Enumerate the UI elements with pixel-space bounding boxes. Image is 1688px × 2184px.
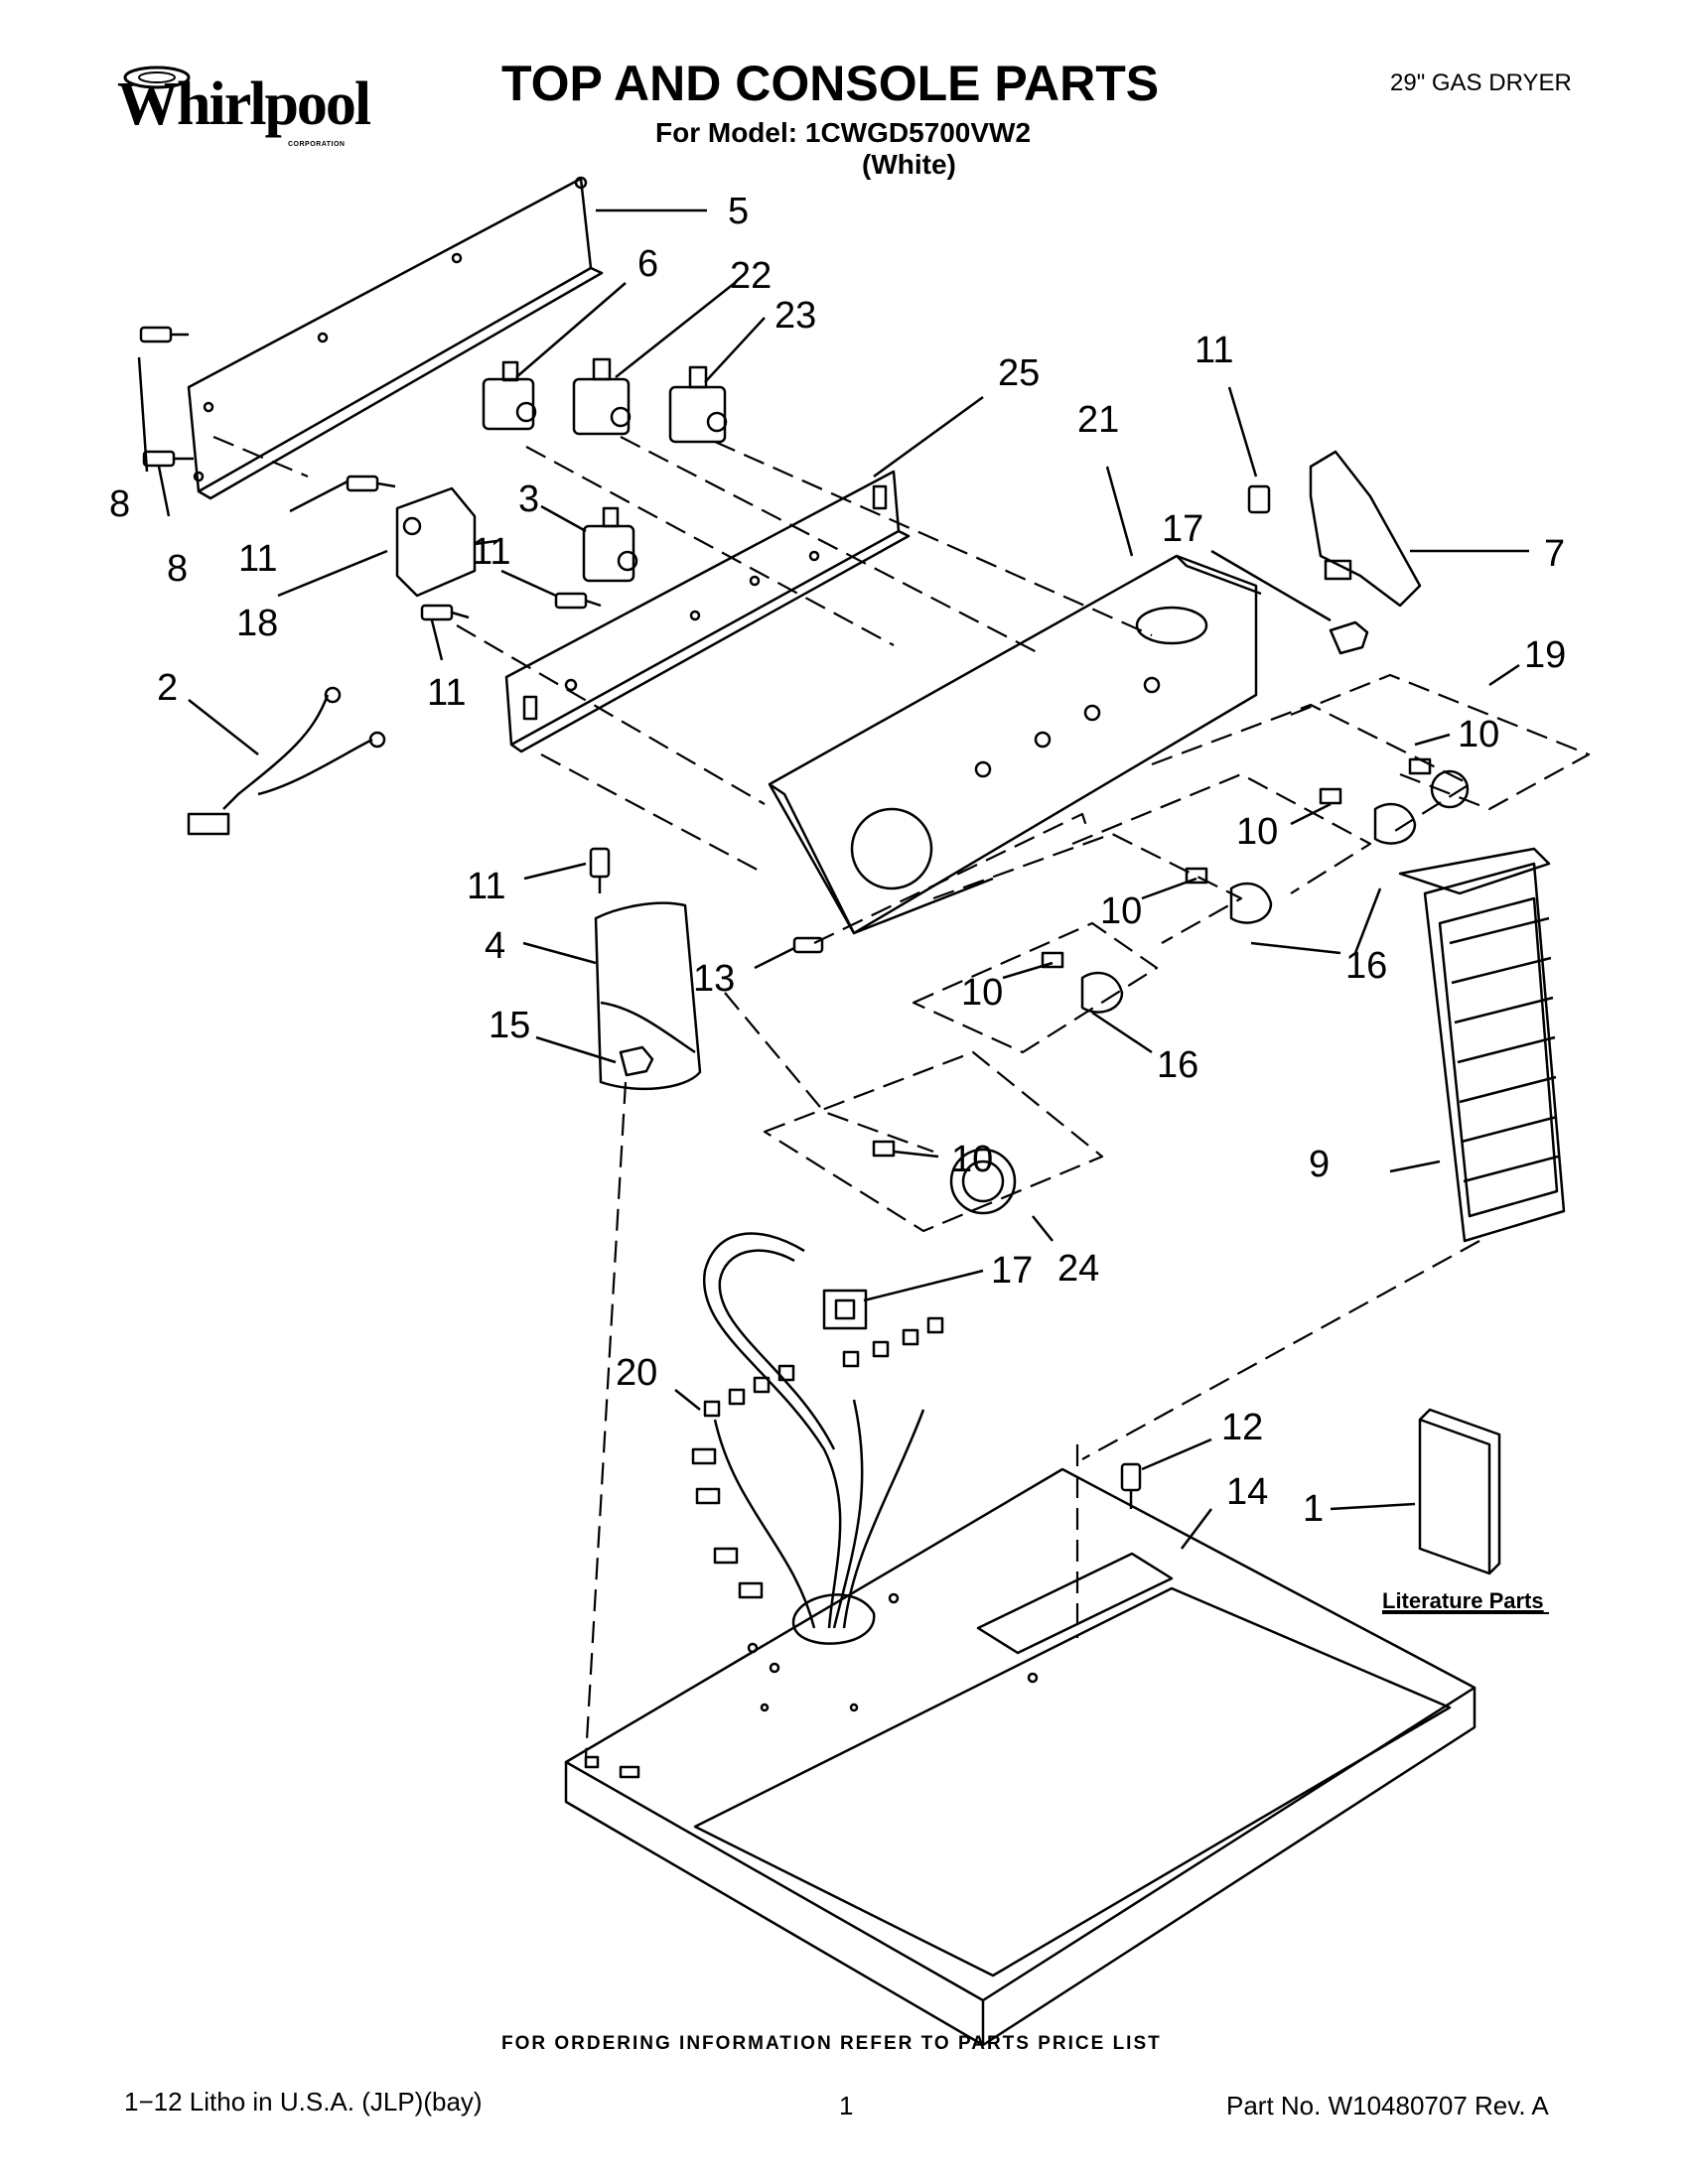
part-11-screw-e <box>589 847 611 893</box>
callout-11-mid: 11 <box>472 531 510 573</box>
callout-14: 14 <box>1226 1471 1268 1513</box>
part-11-screw-a <box>346 475 396 492</box>
part-21-console <box>768 554 1262 935</box>
part-1-literature <box>1418 1408 1501 1575</box>
part-17-clip-upper <box>1329 620 1369 655</box>
ordering-note: FOR ORDERING INFORMATION REFER TO PARTS … <box>501 2033 1162 2054</box>
callout-3: 3 <box>518 478 539 520</box>
callout-22: 22 <box>730 255 772 297</box>
callout-10-a: 10 <box>1458 714 1499 755</box>
part-2-wire-harness <box>187 686 386 836</box>
part-9-lint-filter <box>1398 847 1566 1243</box>
part-8-screw-lower <box>142 450 194 468</box>
brand-subtitle: CORPORATION <box>288 141 346 148</box>
callout-8-lower: 8 <box>167 548 188 590</box>
part-6-switch <box>482 360 537 431</box>
callout-9: 9 <box>1309 1144 1330 1185</box>
callout-18: 18 <box>236 603 278 644</box>
part-22-switch <box>572 357 632 436</box>
part-14-top-panel <box>564 1467 1477 2047</box>
part-15-clip <box>619 1045 654 1077</box>
callout-6: 6 <box>637 243 658 285</box>
callout-10-b: 10 <box>1236 811 1278 853</box>
part-3-switch <box>582 506 638 583</box>
callout-1: 1 <box>1303 1488 1324 1530</box>
page-number: 1 <box>839 2091 854 2120</box>
part-16-knob-lower <box>1041 951 1124 1014</box>
part-number: Part No. W10480707 Rev. A <box>1226 2091 1549 2120</box>
part-20-main-harness <box>691 1232 944 1629</box>
brand-logo: Whirlpool CORPORATION <box>117 52 380 161</box>
part-18-timer <box>395 486 497 598</box>
callout-12: 12 <box>1221 1407 1263 1448</box>
page-title: TOP AND CONSOLE PARTS <box>501 56 1160 111</box>
callout-17-upper: 17 <box>1162 508 1203 550</box>
callout-13: 13 <box>693 958 735 1000</box>
callout-16-lower: 16 <box>1157 1044 1198 1086</box>
part-8-screw-upper <box>139 326 189 343</box>
callout-5: 5 <box>728 191 749 232</box>
callout-8-upper: 8 <box>109 483 130 525</box>
dashed-guides <box>212 435 1591 1758</box>
callout-10-c: 10 <box>1100 890 1142 932</box>
callout-10-d: 10 <box>961 972 1003 1014</box>
literature-parts-label: Literature Parts <box>1382 1588 1544 1613</box>
callout-20: 20 <box>616 1352 657 1394</box>
leader-arrows <box>137 208 1529 1550</box>
part-16-knob-middle <box>1185 867 1273 924</box>
litho-info: 1−12 Litho in U.S.A. (JLP)(bay) <box>124 2087 483 2116</box>
callout-labels: 5 6 22 23 25 11 21 17 7 8 8 11 3 11 18 1… <box>109 191 1566 1530</box>
part-11-screw-d <box>1247 484 1271 514</box>
part-23-switch <box>668 365 728 444</box>
callout-11-lower: 11 <box>427 672 466 714</box>
part-25-control-bracket <box>504 470 911 753</box>
callout-19: 19 <box>1524 634 1566 676</box>
part-7-console-bracket <box>1309 450 1422 608</box>
callout-11-top-right: 11 <box>1195 330 1233 371</box>
callout-7: 7 <box>1544 533 1565 575</box>
callout-21: 21 <box>1077 399 1119 441</box>
part-17-clip-lower <box>822 1289 868 1330</box>
part-11-screw-c <box>420 604 470 621</box>
logo-swirl <box>123 66 191 89</box>
part-5-console-back-panel <box>187 176 604 500</box>
model-line: For Model: 1CWGD5700VW2 <box>655 117 1032 148</box>
part-19-knob <box>1408 757 1470 809</box>
part-24-knob <box>872 1140 1017 1215</box>
callout-17-lower: 17 <box>991 1250 1033 1292</box>
callout-24: 24 <box>1057 1248 1099 1290</box>
callout-23: 23 <box>774 295 816 337</box>
callout-25: 25 <box>998 352 1040 394</box>
brand-name: Whirlpool <box>117 70 371 138</box>
callout-10-e: 10 <box>951 1139 993 1180</box>
color-line: (White) <box>862 149 956 180</box>
callout-2: 2 <box>157 667 178 709</box>
part-13-screw <box>792 936 824 954</box>
product-type: 29" GAS DRYER <box>1390 69 1572 96</box>
callout-11-end-cap: 11 <box>467 866 505 907</box>
callout-15: 15 <box>489 1005 530 1046</box>
callout-4: 4 <box>485 925 505 967</box>
part-11-screw-b <box>554 592 602 610</box>
part-16-knob-upper <box>1319 787 1417 845</box>
callout-11-left: 11 <box>238 538 277 580</box>
callout-16-upper: 16 <box>1345 945 1387 987</box>
